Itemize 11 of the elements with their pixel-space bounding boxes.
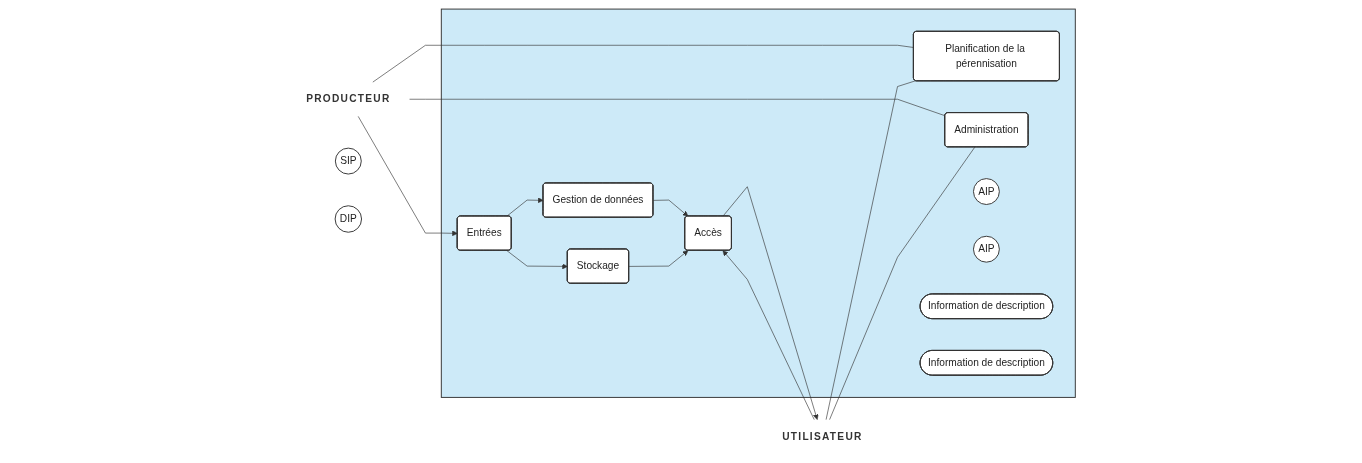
- node-circle: SIP: [334, 147, 362, 175]
- node-circle: DIP: [334, 205, 362, 233]
- node-text: PRODUCTEUR: [305, 93, 391, 105]
- node-circle: AIP: [972, 235, 1000, 263]
- connector: [372, 44, 914, 83]
- connector: [829, 146, 975, 420]
- cluster: [440, 8, 1076, 398]
- connector: [825, 80, 916, 420]
- connector: [409, 98, 946, 117]
- node-text: UTILISATEUR: [782, 431, 863, 442]
- node-circle: AIP: [972, 178, 1000, 205]
